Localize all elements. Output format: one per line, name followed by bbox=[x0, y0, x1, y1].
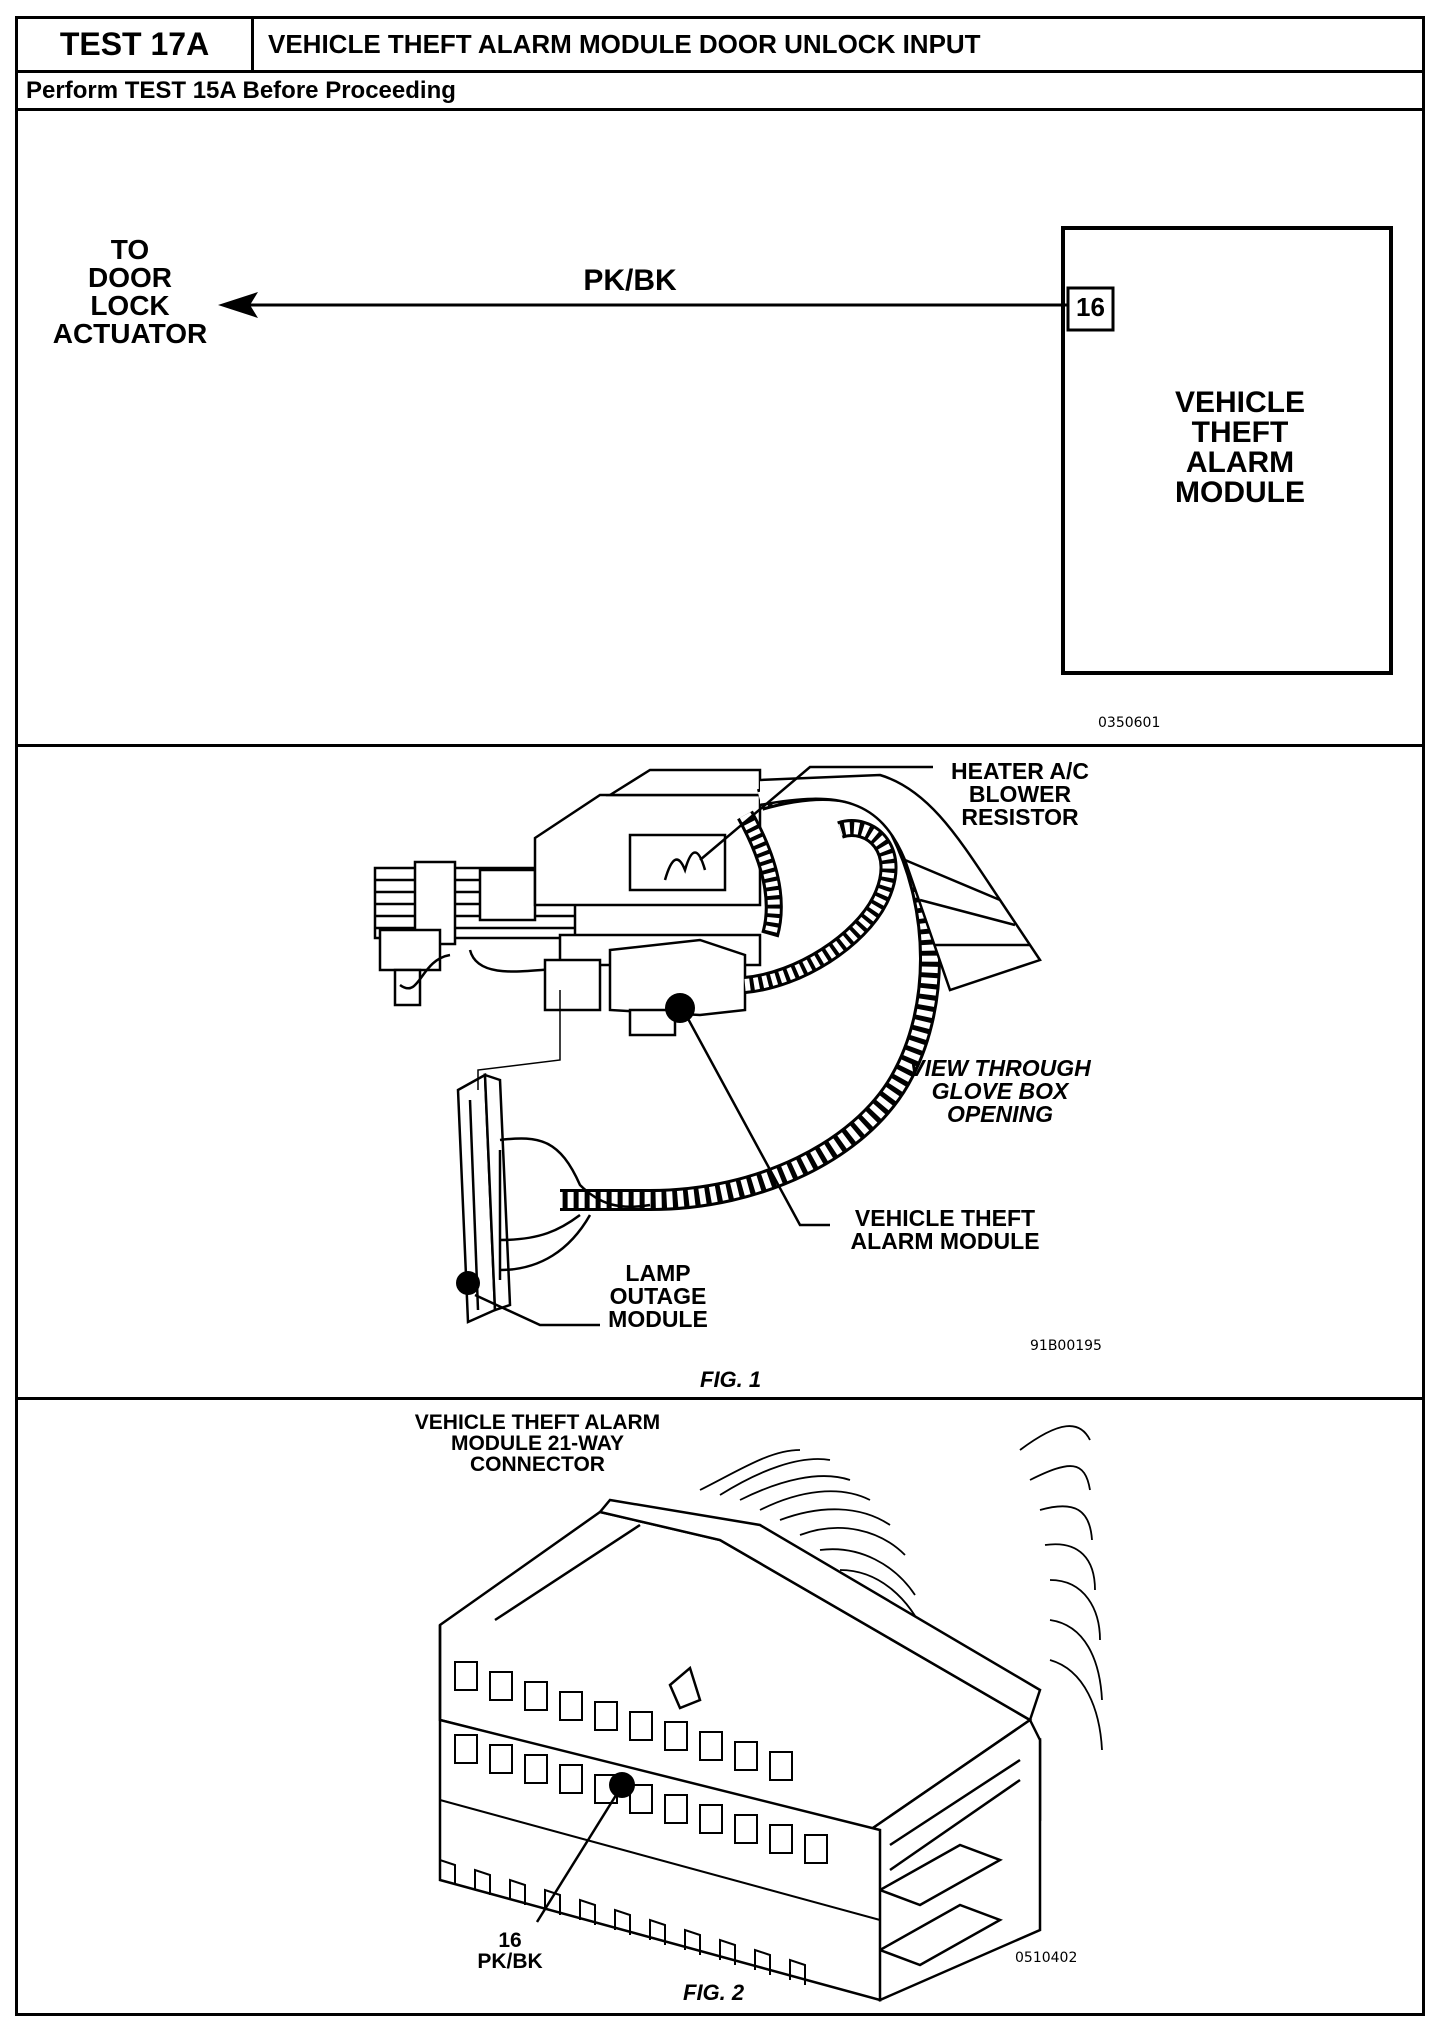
fig1-caption: FIG. 1 bbox=[700, 1367, 762, 1392]
vtam-leader-line bbox=[684, 1014, 830, 1227]
connector-label: VEHICLE THEFT ALARM MODULE 21-WAY CONNEC… bbox=[414, 1411, 661, 1476]
fig2-caption: FIG. 2 bbox=[683, 1980, 745, 2005]
image-code-1: 0350601 bbox=[1098, 715, 1161, 731]
test-number: TEST 17A bbox=[18, 19, 254, 70]
lamp-module-dot bbox=[456, 1271, 480, 1295]
destination-label: TO DOOR LOCK ACTUATOR bbox=[52, 234, 208, 349]
prerequisite-row: Perform TEST 15A Before Proceeding bbox=[18, 73, 1422, 111]
module-label: VEHICLE THEFT ALARM MODULE bbox=[1174, 386, 1306, 509]
pin16-leader-line bbox=[535, 1791, 620, 1923]
label-view-through: VIEW THROUGH GLOVE BOX OPENING bbox=[909, 1055, 1091, 1127]
label-vtam: VEHICLE THEFT ALARM MODULE bbox=[850, 1205, 1040, 1254]
lamp-leader-line bbox=[474, 1293, 600, 1327]
pin-box bbox=[1066, 286, 1115, 332]
pin-number: 16 bbox=[1076, 292, 1105, 322]
pin16-callout: 16 PK/BK bbox=[477, 1929, 543, 1973]
label-lamp-outage: LAMP OUTAGE MODULE bbox=[608, 1260, 708, 1332]
wire-color-label: PK/BK bbox=[583, 264, 677, 297]
header-row: TEST 17A VEHICLE THEFT ALARM MODULE DOOR… bbox=[18, 19, 1422, 73]
image-code-3: 0510402 bbox=[1015, 1950, 1078, 1966]
module-box bbox=[1061, 226, 1393, 675]
section-divider bbox=[18, 744, 1422, 747]
test-title: VEHICLE THEFT ALARM MODULE DOOR UNLOCK I… bbox=[268, 29, 981, 59]
prerequisite-text: Perform TEST 15A Before Proceeding bbox=[26, 77, 456, 104]
test-page-frame: TEST 17A VEHICLE THEFT ALARM MODULE DOOR… bbox=[15, 16, 1425, 2016]
label-heater-resistor: HEATER A/C BLOWER RESISTOR bbox=[951, 758, 1089, 830]
image-code-2: 91B00195 bbox=[1030, 1338, 1102, 1354]
wire-arrowhead bbox=[218, 292, 258, 318]
heater-leader-line bbox=[699, 765, 933, 861]
section-divider bbox=[18, 1397, 1422, 1400]
pin16-location-dot bbox=[609, 1772, 635, 1798]
